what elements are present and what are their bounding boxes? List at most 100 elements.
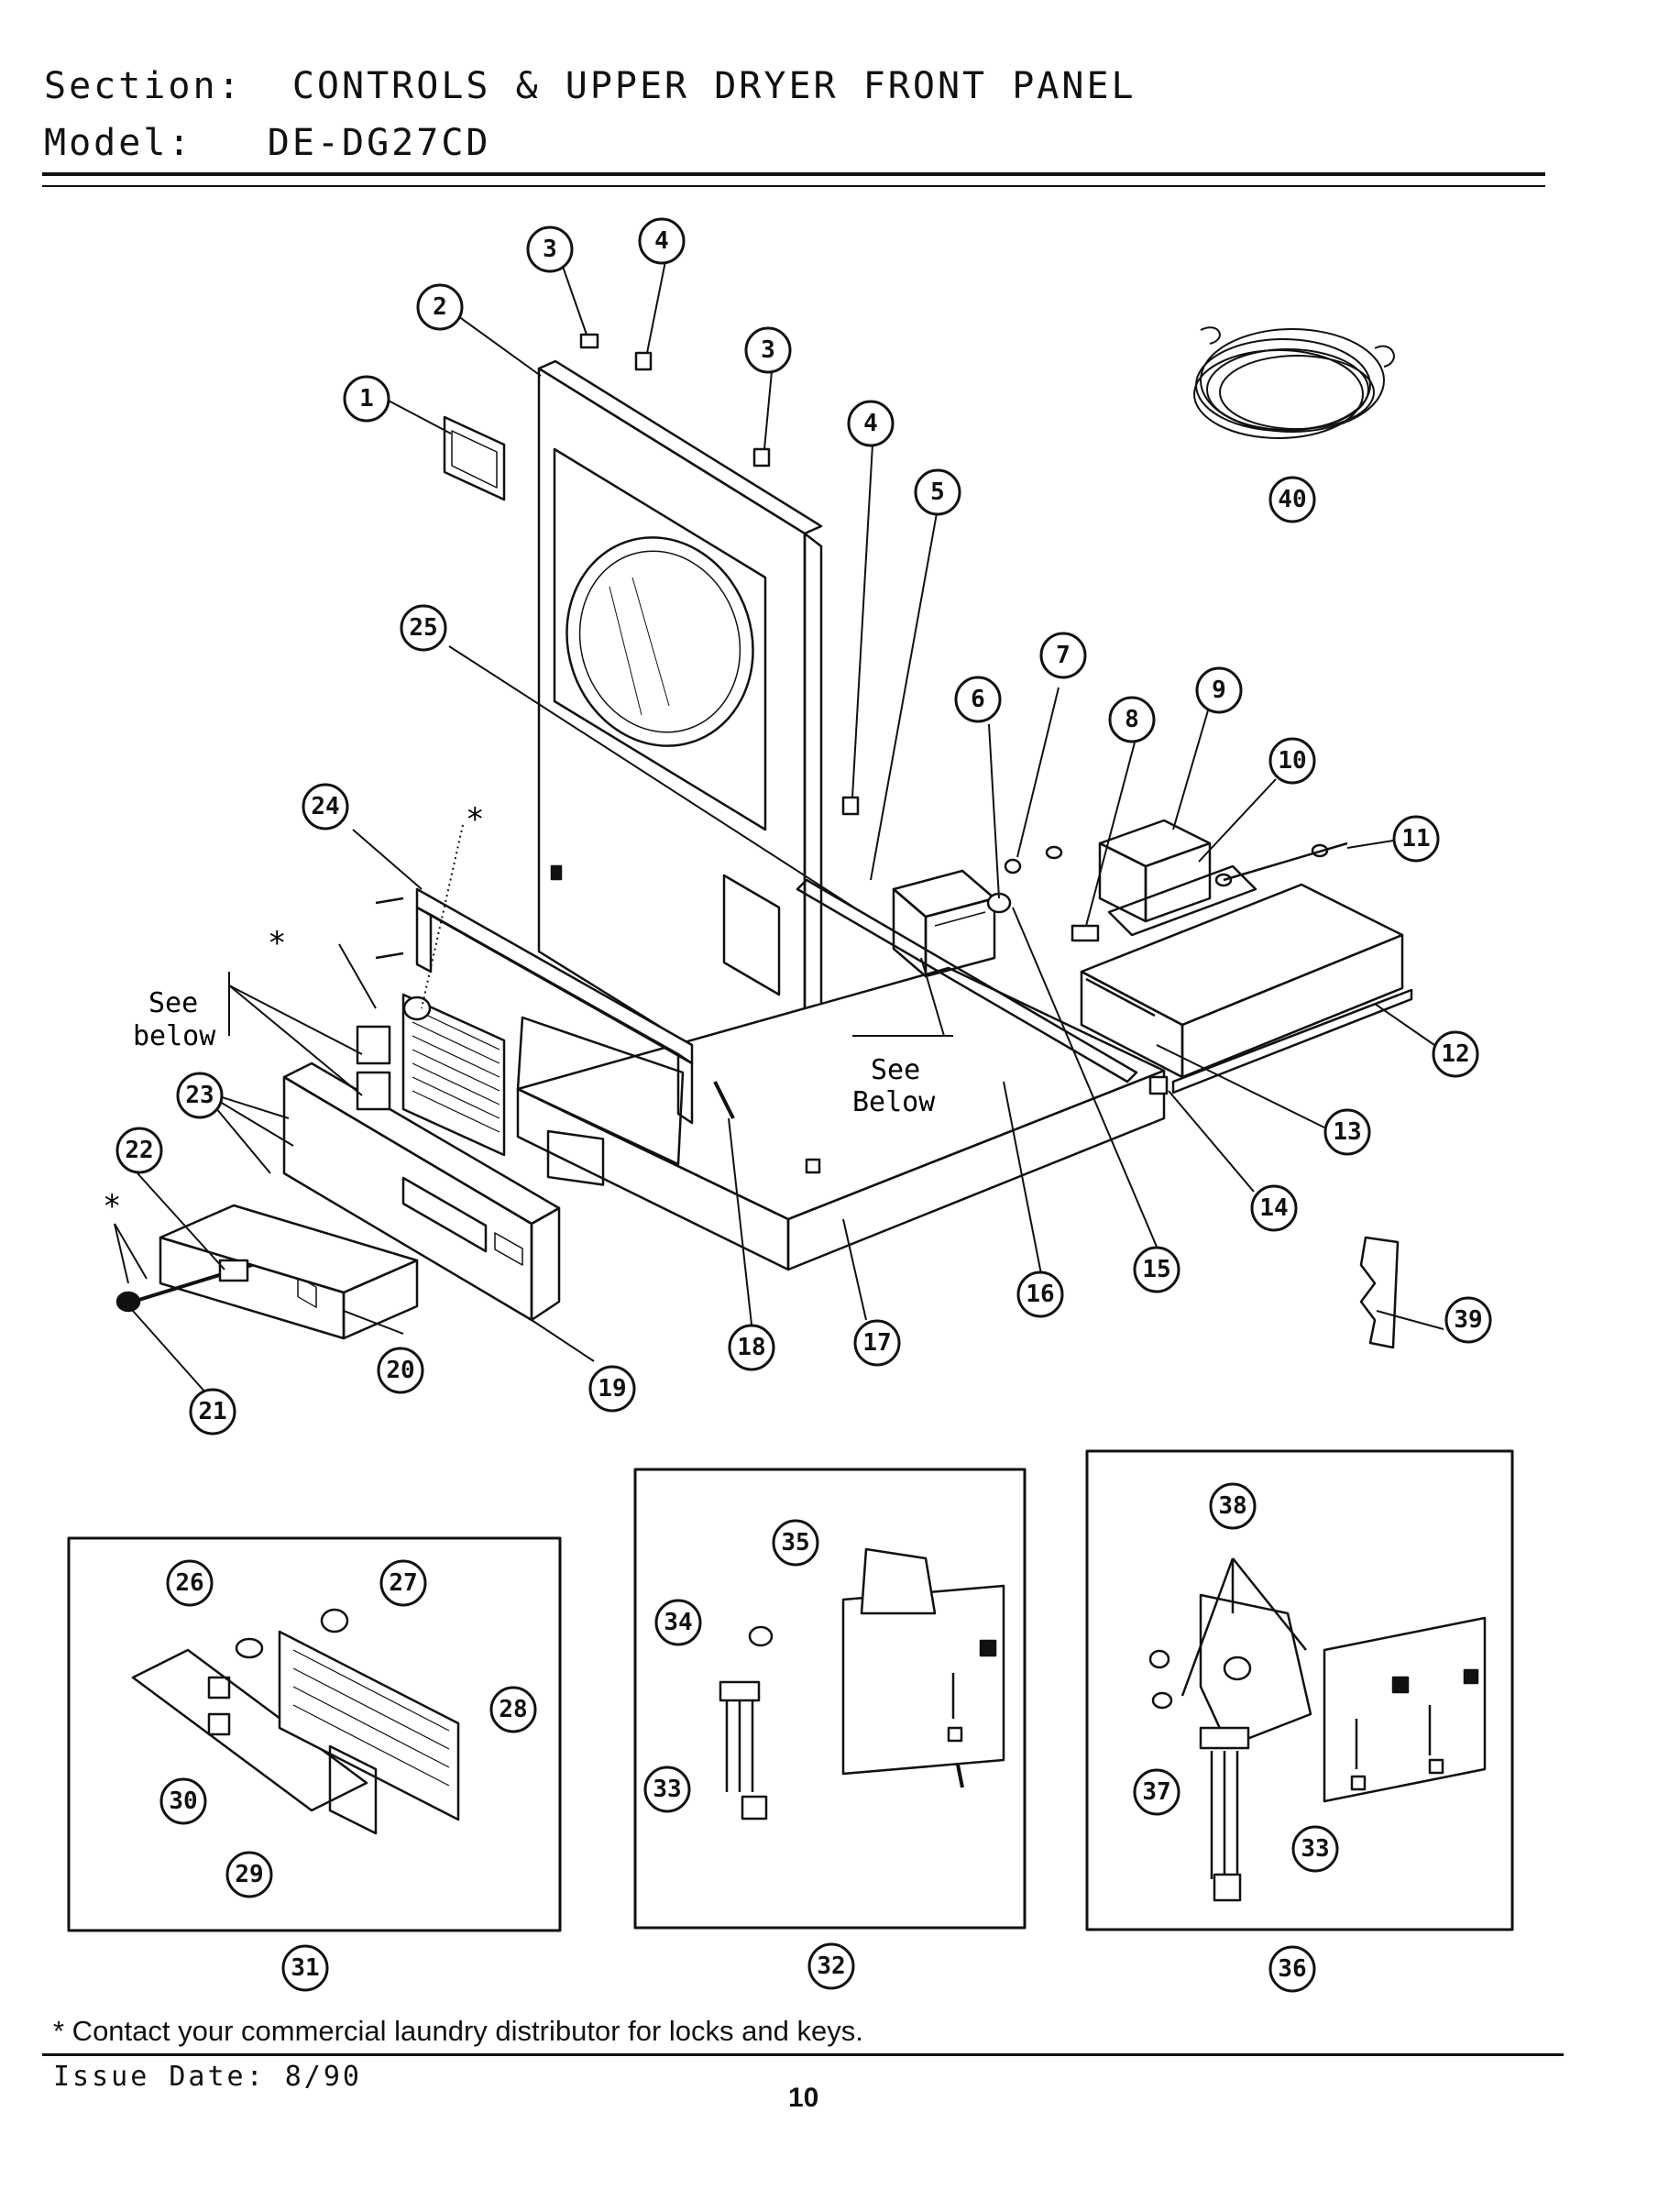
callout-number: 8	[1125, 706, 1139, 733]
callout-number: 34	[664, 1609, 692, 1636]
detail-keypad-drawing	[131, 1608, 460, 1835]
callout: 17	[853, 1319, 901, 1367]
bolt-drawing	[1214, 842, 1348, 887]
callout: 11	[1392, 815, 1440, 863]
callout-number: 22	[125, 1137, 153, 1164]
callout: 9	[1195, 666, 1243, 714]
detail-timer-drawing	[719, 1547, 1005, 1820]
callout: 21	[189, 1388, 236, 1436]
callout-number: 28	[499, 1696, 527, 1723]
callout-number: 5	[930, 478, 945, 506]
callout-number: 33	[653, 1776, 681, 1803]
callout: 38	[1209, 1482, 1257, 1530]
callout-number: 13	[1333, 1118, 1361, 1146]
callout-number: 31	[291, 1954, 319, 1982]
callout-number: 16	[1026, 1281, 1054, 1308]
callout-number: 4	[654, 227, 669, 255]
callout-number: 7	[1056, 642, 1071, 669]
callout: 15	[1133, 1246, 1180, 1293]
control-box-drawing	[1080, 883, 1413, 1094]
callout-number: 4	[863, 410, 878, 437]
callout-number: 12	[1441, 1040, 1469, 1068]
callout: 18	[728, 1324, 775, 1371]
label-plate-drawing	[443, 415, 506, 501]
callout: 2	[416, 283, 464, 331]
locks-keys-note: * Contact your commercial laundry distri…	[53, 2015, 863, 2047]
callout-number: 10	[1278, 747, 1306, 775]
callout: 3	[526, 226, 574, 273]
callout-number: 3	[543, 236, 557, 263]
callout-number: 25	[409, 614, 437, 642]
callout: 29	[225, 1851, 273, 1898]
callout-number: 20	[386, 1357, 414, 1384]
callout: 20	[377, 1347, 424, 1394]
callout-number: 35	[781, 1529, 809, 1556]
callout-number: 40	[1278, 486, 1306, 513]
callout: 28	[489, 1686, 537, 1733]
detail-box-frames	[67, 1449, 1514, 1932]
asterisk-mark: *	[268, 925, 286, 962]
callout: 23	[176, 1072, 224, 1119]
see-below-right-line2: Below	[852, 1086, 936, 1118]
page-number: 10	[788, 2083, 819, 2113]
callout: 33	[1291, 1825, 1339, 1873]
wiring-harness-drawing	[1193, 326, 1395, 439]
detail-board-drawing	[1148, 1557, 1487, 1902]
asterisk-mark: *	[466, 801, 484, 838]
callout-number: 23	[185, 1082, 214, 1109]
header-rule-thick	[42, 172, 1545, 176]
clip-drawing	[1359, 1236, 1400, 1349]
callout: 32	[807, 1942, 855, 1990]
callout: 34	[654, 1599, 702, 1646]
callout-number: 32	[817, 1952, 845, 1980]
callout: 26	[166, 1559, 214, 1607]
callout: 22	[115, 1127, 163, 1174]
callout: 27	[379, 1559, 427, 1607]
callout-number: 3	[761, 336, 775, 364]
callout: 39	[1444, 1296, 1492, 1344]
callout-number: 24	[311, 793, 339, 820]
callout: 40	[1268, 476, 1316, 523]
asterisk-mark: *	[103, 1188, 121, 1225]
callout: 13	[1323, 1108, 1371, 1156]
callout-number: 17	[862, 1329, 891, 1357]
callout: 8	[1108, 696, 1156, 743]
base-cabinet-drawing	[516, 966, 1166, 1271]
model-header: Model: DE-DG27CD	[44, 123, 491, 163]
callout: 6	[954, 676, 1002, 723]
see-below-left-line2: below	[133, 1020, 216, 1052]
callout-number: 21	[198, 1398, 226, 1425]
callout: 31	[281, 1944, 329, 1992]
callout-number: 19	[598, 1375, 626, 1402]
callout: 1	[343, 375, 390, 423]
callout: 10	[1268, 737, 1316, 785]
callout-number: 6	[971, 686, 985, 713]
callout-number: 2	[433, 293, 447, 321]
section-label: Section:	[44, 65, 243, 107]
callout-number: 1	[359, 385, 374, 412]
callout-number: 26	[175, 1569, 203, 1597]
callout-number: 30	[169, 1788, 197, 1815]
callout-number: 36	[1278, 1955, 1306, 1983]
footer-rule	[42, 2053, 1564, 2056]
front-panel-drawing	[537, 359, 823, 1118]
callout: 14	[1250, 1184, 1298, 1232]
see-below-right-line1: See	[871, 1054, 920, 1086]
callout-number: 37	[1142, 1778, 1170, 1806]
callout: 4	[638, 217, 686, 265]
callout-number: 38	[1218, 1492, 1246, 1520]
see-below-left-line1: See	[148, 987, 198, 1019]
callout: 12	[1432, 1030, 1479, 1078]
section-header: Section: CONTROLS & UPPER DRYER FRONT PA…	[44, 66, 1136, 106]
callout: 35	[772, 1519, 819, 1567]
callout: 24	[302, 783, 349, 830]
valve-drawing	[1098, 819, 1257, 937]
model-label: Model:	[44, 122, 193, 164]
callout: 16	[1016, 1270, 1064, 1318]
callout: 30	[159, 1777, 207, 1825]
callout: 7	[1039, 632, 1087, 679]
rail-drawing	[415, 887, 694, 1125]
callout-number: 39	[1454, 1306, 1482, 1334]
callout: 36	[1268, 1945, 1316, 1993]
